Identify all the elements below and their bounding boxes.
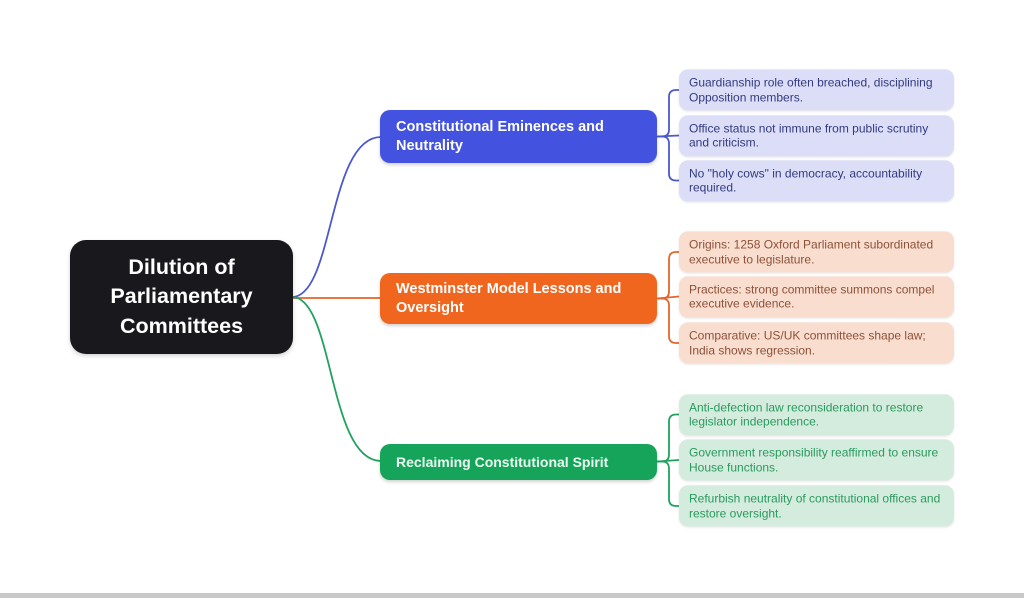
root-node-label: Dilution of Parliamentary Committees — [110, 255, 253, 338]
leaf-text: Guardianship role often breached, discip… — [689, 75, 933, 104]
edge-branch-constitutional-leaf-3 — [656, 135, 680, 182]
root-node[interactable]: Dilution of Parliamentary Committees — [70, 240, 293, 354]
edge-branch-reclaiming-leaf-1 — [656, 413, 680, 463]
branch-label: Westminster Model Lessons and Oversight — [396, 280, 622, 316]
leaf-node-westminster-1[interactable]: Origins: 1258 Oxford Parliament subordin… — [679, 231, 954, 273]
leaf-text: Refurbish neutrality of constitutional o… — [689, 491, 941, 520]
edge-branch-westminster-leaf-2 — [656, 295, 680, 300]
edge-root-to-branch-constitutional — [291, 136, 382, 298]
page-bottom-edge — [0, 593, 1024, 598]
branch-node-reclaiming-spirit[interactable]: Reclaiming Constitutional Spirit — [380, 444, 657, 480]
leaf-text: Practices: strong committee summons comp… — [689, 281, 935, 311]
branch-label: Constitutional Eminences and Neutrality — [396, 118, 604, 154]
leaf-text: Origins: 1258 Oxford Parliament subordin… — [689, 237, 934, 266]
edge-branch-westminster-leaf-3 — [656, 297, 680, 344]
edge-branch-westminster-leaf-1 — [656, 251, 680, 300]
branch-node-westminster-model[interactable]: Westminster Model Lessons and Oversight — [380, 273, 657, 324]
branch-node-constitutional-eminences[interactable]: Constitutional Eminences and Neutrality — [380, 110, 657, 163]
leaf-text: Office status not immune from public scr… — [689, 120, 929, 150]
edge-root-to-branch-reclaiming — [291, 296, 382, 462]
branch-label: Reclaiming Constitutional Spirit — [396, 453, 609, 470]
leaf-text: Government responsibility reaffirmed to … — [689, 445, 939, 474]
leaf-text: Anti-defection law reconsideration to re… — [689, 399, 924, 429]
leaf-node-constitutional-3[interactable]: No "holy cows" in democracy, accountabil… — [679, 159, 954, 202]
leaf-node-reclaiming-1[interactable]: Anti-defection law reconsideration to re… — [679, 393, 954, 436]
edge-branch-constitutional-leaf-1 — [656, 89, 680, 138]
leaf-node-westminster-3[interactable]: Comparative: US/UK committees shape law;… — [679, 322, 954, 364]
leaf-text: Comparative: US/UK committees shape law;… — [689, 328, 926, 357]
leaf-node-constitutional-1[interactable]: Guardianship role often breached, discip… — [679, 69, 954, 111]
edge-branch-reclaiming-leaf-2 — [656, 459, 680, 463]
leaf-node-reclaiming-3[interactable]: Refurbish neutrality of constitutional o… — [679, 485, 954, 527]
leaf-node-reclaiming-2[interactable]: Government responsibility reaffirmed to … — [679, 439, 954, 481]
edge-branch-constitutional-leaf-2 — [656, 134, 680, 138]
leaf-node-constitutional-2[interactable]: Office status not immune from public scr… — [679, 114, 954, 157]
edge-branch-reclaiming-leaf-3 — [656, 460, 680, 507]
leaf-node-westminster-2[interactable]: Practices: strong committee summons comp… — [679, 275, 954, 318]
leaf-text: No "holy cows" in democracy, accountabil… — [689, 165, 923, 195]
